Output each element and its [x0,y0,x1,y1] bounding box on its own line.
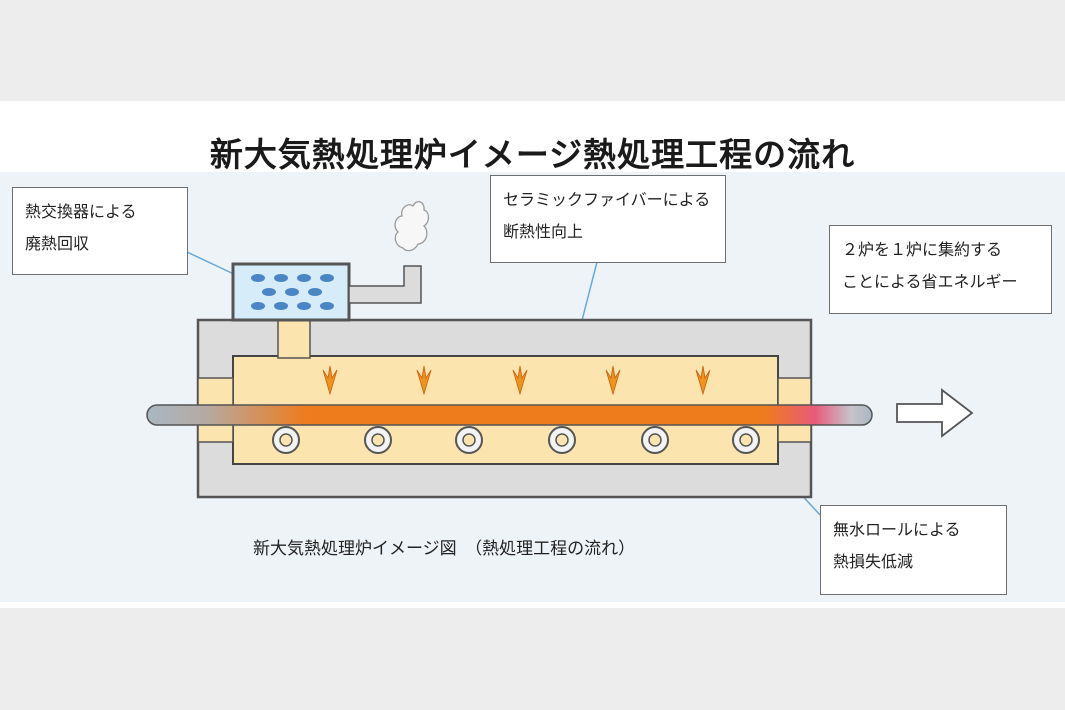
roll-icon [455,426,483,454]
exchanger-tube [262,288,276,296]
callout-ceramic-fiber-line2: 断熱性向上 [503,222,584,241]
anhydrous-rolls [272,426,760,454]
exchanger-tube [297,274,311,282]
callout-heat-exchanger: 熱交換器による 廃熱回収 [12,187,188,275]
callout-ceramic-fiber-line1: セラミックファイバーによる [503,190,711,209]
callout-anhydrous-roll-line1: 無水ロールによる [833,520,961,539]
exchanger-tube [251,274,265,282]
flame-icon [322,365,338,396]
roll-icon [364,426,392,454]
roll-icon [732,426,760,454]
roll-icon [641,426,669,454]
leader-heat-exchanger [186,251,239,277]
exchanger-tube [320,302,334,310]
steel-bar [146,404,873,426]
roll-icon [548,426,576,454]
exchanger-tube [308,288,322,296]
flame-icon [512,365,528,396]
exchanger-tubes [251,274,334,310]
exchanger-tube [285,288,299,296]
callout-furnace-merge-line2: ことによる省エネルギー [842,272,1018,291]
callout-furnace-merge: ２炉を１炉に集約する ことによる省エネルギー [829,225,1052,314]
smoke-icon [394,201,430,252]
exchanger-tube [274,274,288,282]
exchanger-duct [277,317,311,359]
exchanger-tube [297,302,311,310]
callout-ceramic-fiber: セラミックファイバーによる 断熱性向上 [490,175,726,263]
callout-furnace-merge-line1: ２炉を１炉に集約する [842,240,1003,259]
flame-icon [605,365,621,396]
exhaust-pipe [348,265,422,304]
flame-icon [695,365,711,396]
exchanger-tube [251,302,265,310]
callout-heat-exchanger-line1: 熱交換器による [25,202,137,221]
output-arrow-icon [896,388,974,438]
exchanger-tube [274,302,288,310]
diagram-title: 新大気熱処理炉イメージ熱処理工程の流れ [209,135,856,174]
callout-anhydrous-roll-line2: 熱損失低減 [833,552,914,571]
roll-icon [272,426,300,454]
burner-flames [322,365,711,396]
exchanger-tube [320,274,334,282]
callout-heat-exchanger-line2: 廃熱回収 [25,234,90,253]
flame-icon [416,365,432,396]
callout-anhydrous-roll: 無水ロールによる 熱損失低減 [820,505,1007,595]
diagram-caption: 新大気熱処理炉イメージ図 （熱処理工程の流れ） [253,539,636,559]
